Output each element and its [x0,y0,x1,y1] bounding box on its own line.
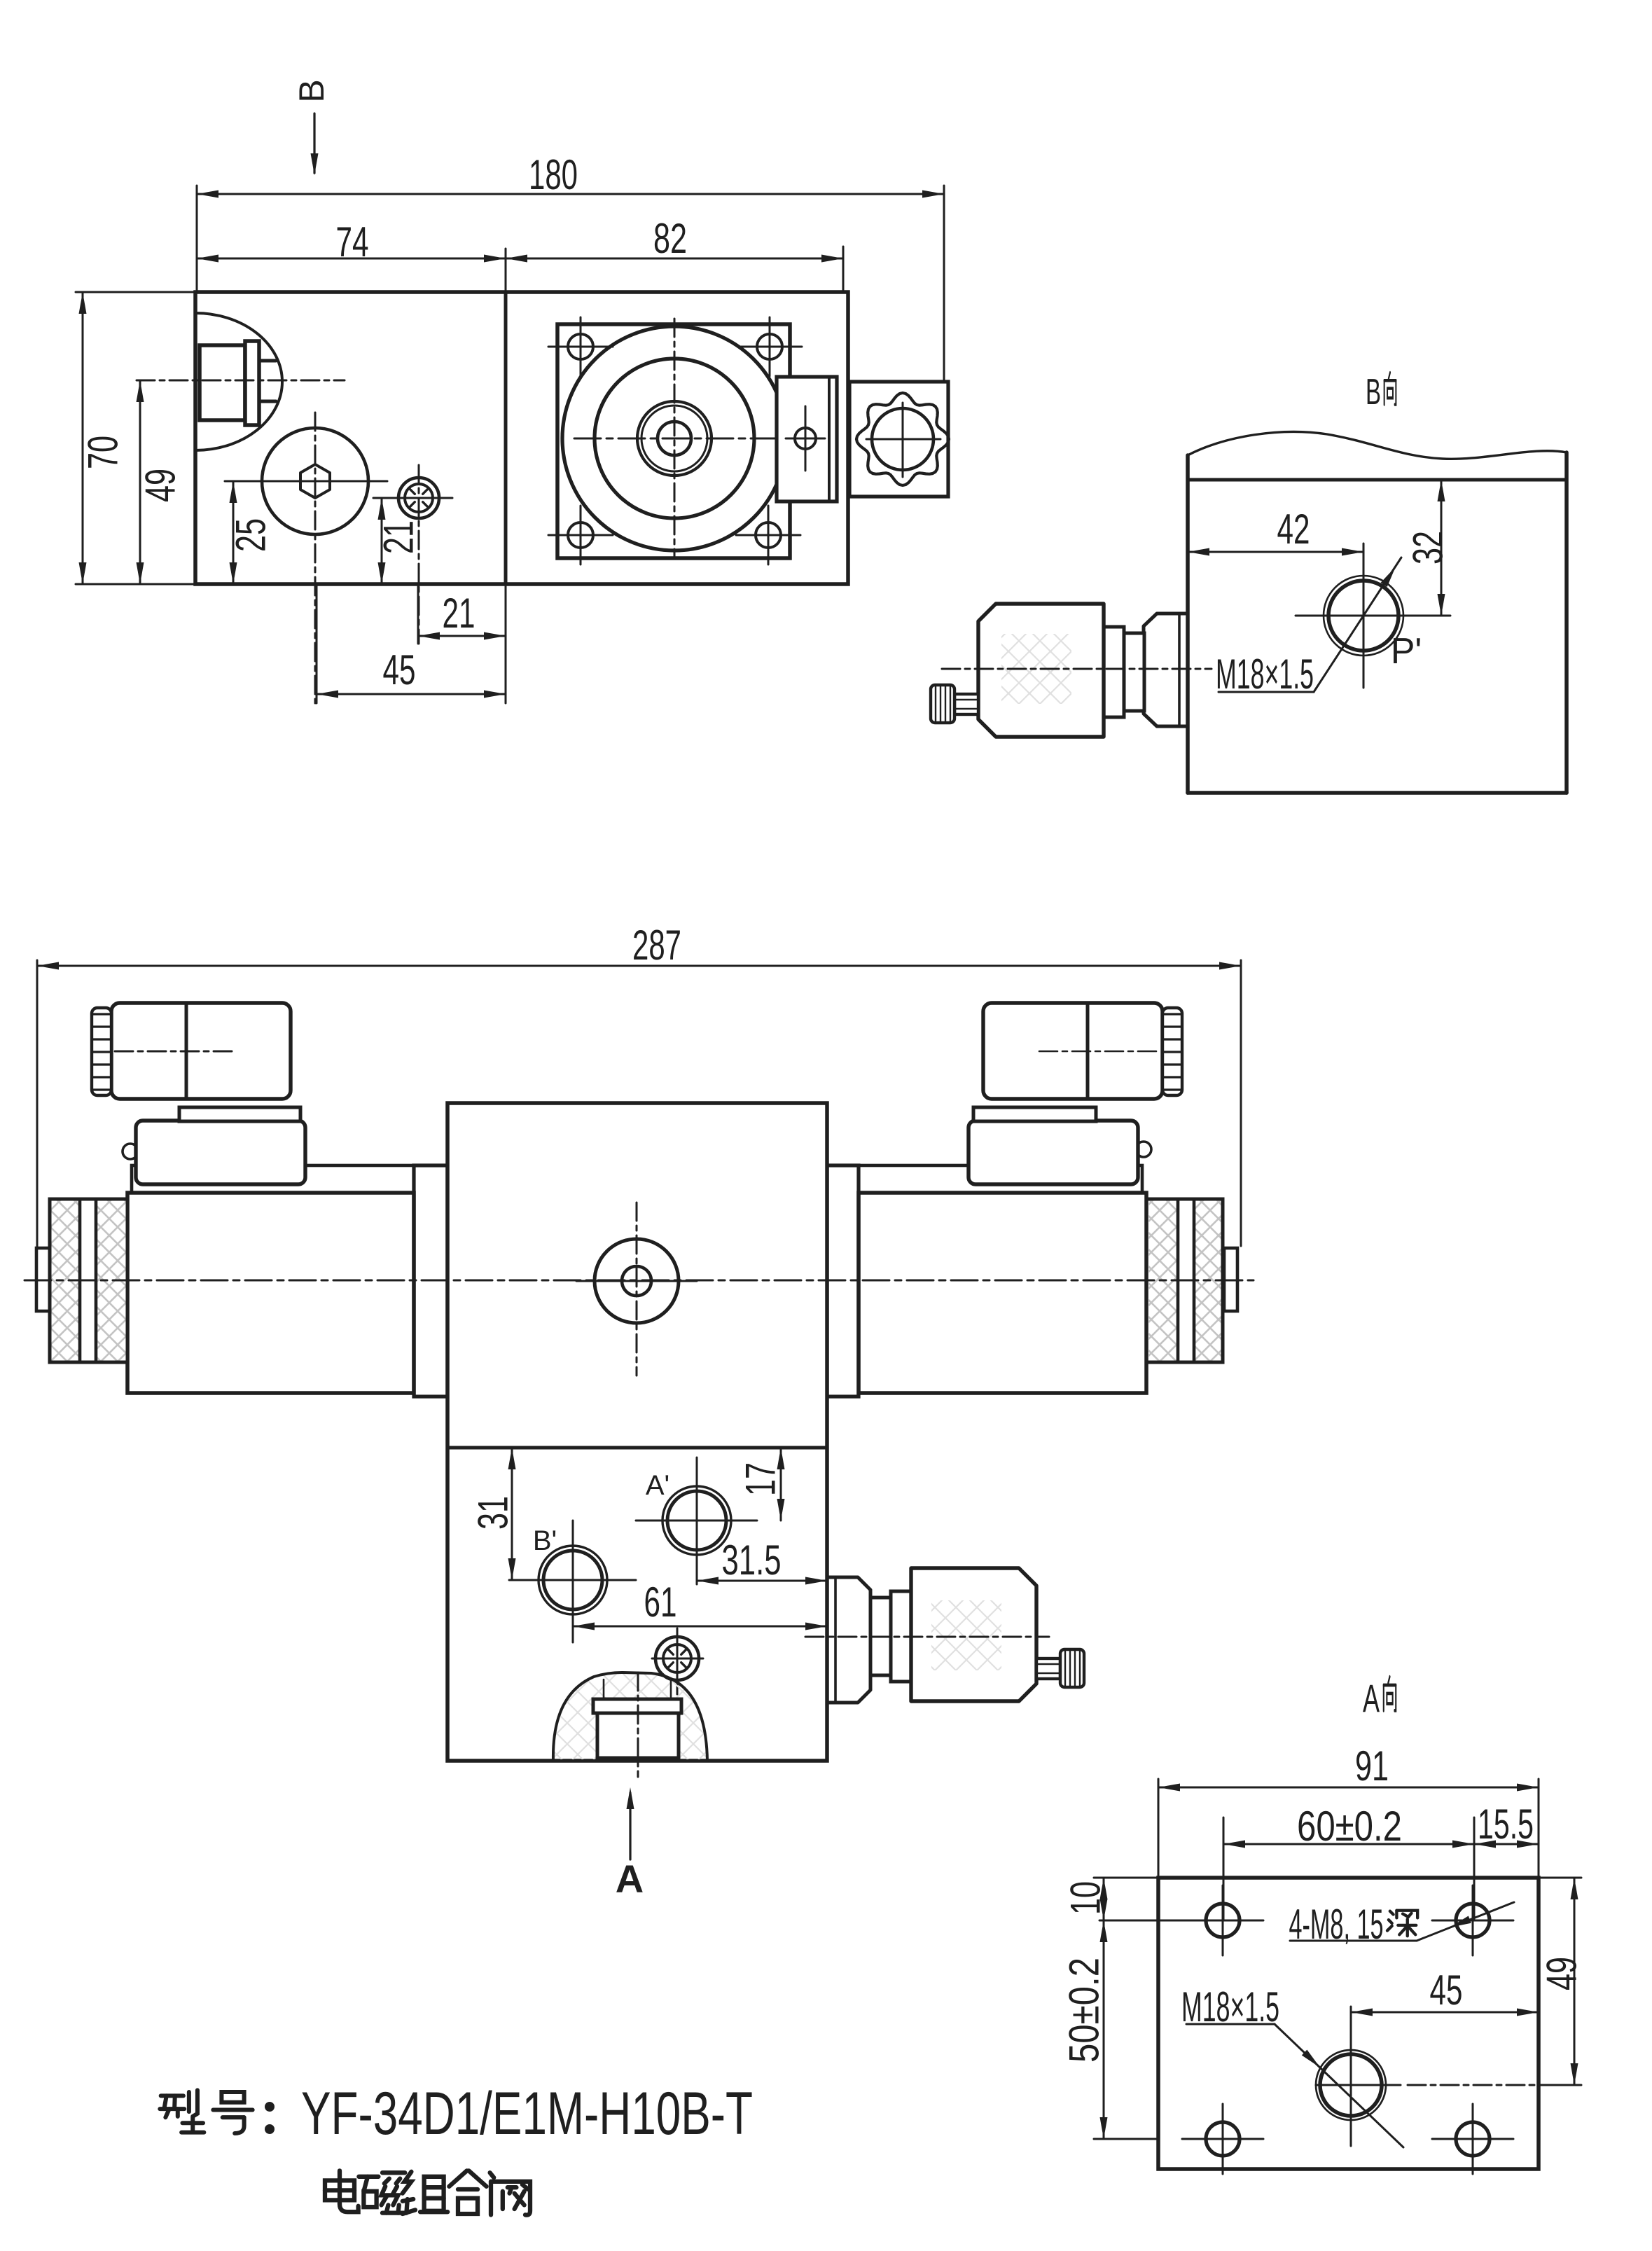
svg-text:32: 32 [1405,531,1452,565]
svg-text:21: 21 [443,590,476,637]
svg-text:91: 91 [1355,1743,1389,1789]
svg-text:A': A' [646,1470,669,1501]
svg-text:82: 82 [653,215,687,262]
svg-text:31: 31 [470,1496,517,1530]
svg-text:YF-34D1/E1M-H10B-T: YF-34D1/E1M-H10B-T [301,2080,753,2147]
svg-text:A: A [1363,1676,1380,1720]
svg-text:B: B [1366,372,1381,413]
svg-text:49: 49 [137,469,184,502]
svg-text:61: 61 [644,1579,677,1626]
svg-text:287: 287 [632,922,681,969]
svg-text:P': P' [1391,631,1422,672]
svg-text:21: 21 [375,520,422,554]
svg-text:180: 180 [529,151,578,198]
svg-text:50±0.2: 50±0.2 [1061,1958,1108,2063]
svg-text:45: 45 [383,646,416,693]
svg-text:B: B [292,79,331,102]
svg-text:15.5: 15.5 [1478,1801,1534,1848]
svg-text:17: 17 [737,1462,784,1496]
svg-text:42: 42 [1277,506,1310,553]
svg-text:49: 49 [1539,1957,1585,1990]
svg-text:74: 74 [336,219,369,265]
svg-text:A: A [616,1857,644,1901]
svg-text:M18×1.5: M18×1.5 [1181,1983,1279,2030]
svg-text:B': B' [533,1525,557,1556]
svg-text:70: 70 [80,436,127,469]
svg-text:25: 25 [228,518,275,552]
svg-text:M18×1.5: M18×1.5 [1216,651,1314,698]
svg-text:45: 45 [1430,1967,1463,2014]
svg-text:10: 10 [1062,1881,1109,1915]
svg-text:60±0.2: 60±0.2 [1297,1803,1402,1850]
svg-text:31.5: 31.5 [722,1537,782,1584]
